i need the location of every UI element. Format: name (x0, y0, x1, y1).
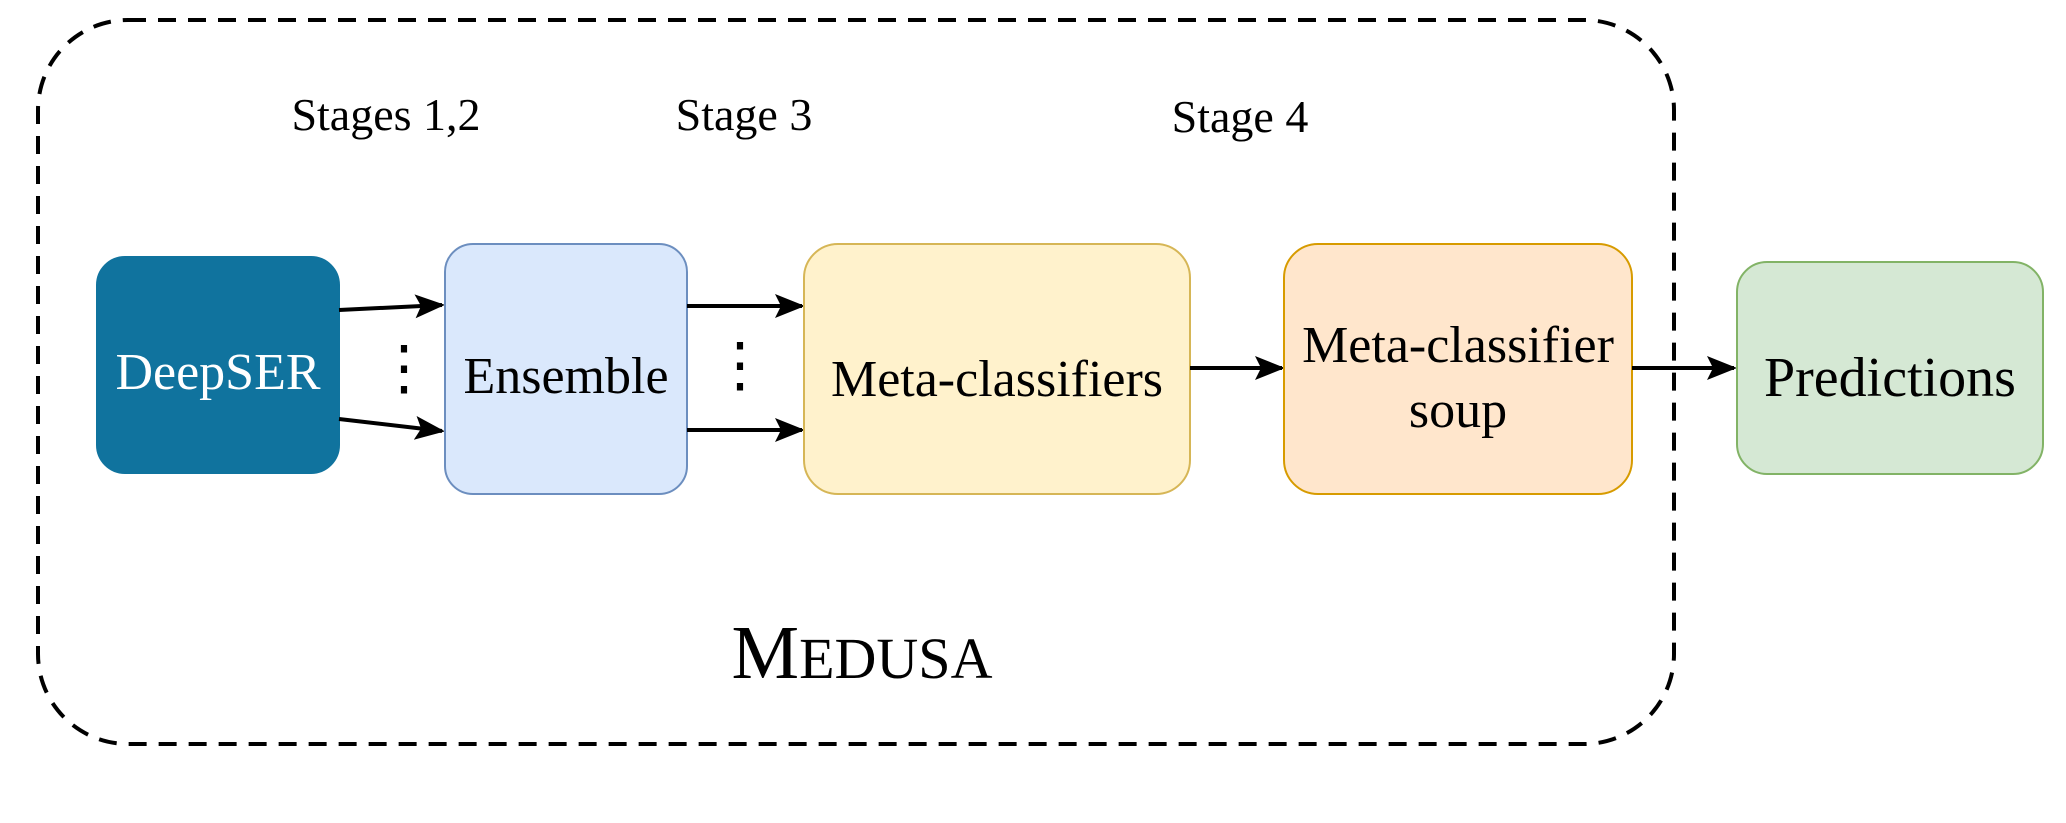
stage-label-1-2: Stages 1,2 (291, 89, 480, 140)
stage-label-3: Stage 3 (676, 89, 813, 140)
deepser-label: DeepSER (115, 344, 320, 401)
predictions-box (1736, 261, 2044, 475)
stage-label-4: Stage 4 (1172, 91, 1309, 142)
ellipsis-stage-3: ⋮ (710, 332, 770, 398)
arrow-deepser-to-ensemble-top (338, 294, 445, 319)
ensemble-box (444, 243, 688, 495)
meta-classifier-soup-label-line1: Meta-classifier (1302, 317, 1614, 374)
medusa-title-rest: EDUSA (799, 626, 992, 691)
arrow-deepser-to-ensemble-bottom (338, 415, 445, 440)
medusa-container (36, 18, 1676, 746)
ensemble-label: Ensemble (463, 348, 668, 405)
meta-classifiers-label: Meta-classifiers (831, 351, 1163, 408)
ellipsis-stage-1-2: ⋮ (374, 335, 434, 401)
meta-classifier-soup-label-line2: soup (1409, 382, 1507, 439)
predictions-label: Predictions (1764, 347, 2016, 409)
medusa-title-initial: M (732, 611, 800, 695)
deepser-box (96, 256, 340, 474)
medusa-title: MEDUSA (732, 611, 993, 695)
